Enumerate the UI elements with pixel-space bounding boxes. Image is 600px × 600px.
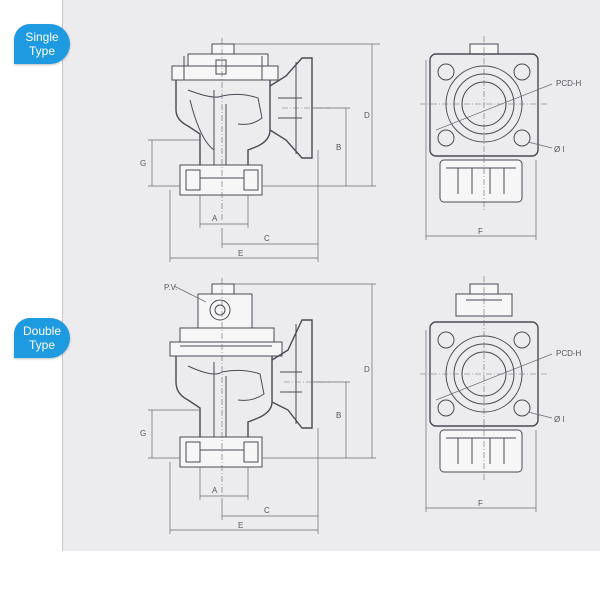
single-dim-c: C bbox=[264, 234, 270, 243]
double-callout-label: P.V. bbox=[164, 283, 177, 292]
single-dim-f: F bbox=[478, 227, 483, 236]
single-hole-label: Ø I bbox=[554, 145, 565, 154]
single-dim-d: D bbox=[364, 111, 370, 120]
double-dim-c: C bbox=[264, 506, 270, 515]
double-type-badge-line1: Double bbox=[22, 324, 62, 338]
single-dim-b: B bbox=[336, 143, 341, 152]
double-type-badge: Double Type bbox=[14, 318, 70, 358]
single-type-badge-line2: Type bbox=[28, 44, 55, 58]
single-front-view bbox=[420, 36, 553, 240]
double-dim-g: G bbox=[140, 429, 146, 438]
single-side-view bbox=[148, 38, 380, 262]
double-dim-b: B bbox=[336, 411, 341, 420]
single-dim-e: E bbox=[238, 249, 243, 258]
double-dim-e: E bbox=[238, 521, 243, 530]
single-pcd-label: PCD-H bbox=[556, 79, 582, 88]
single-type-badge-line1: Single bbox=[25, 30, 59, 44]
panel-divider bbox=[62, 0, 63, 551]
double-hole-label: Ø I bbox=[554, 415, 565, 424]
double-dim-d: D bbox=[364, 365, 370, 374]
double-dim-f: F bbox=[478, 499, 483, 508]
double-dim-a: A bbox=[212, 486, 218, 495]
single-type-badge: Single Type bbox=[14, 24, 70, 64]
single-dim-g: G bbox=[140, 159, 146, 168]
double-type-badge-line2: Type bbox=[28, 338, 55, 352]
double-pcd-label: PCD-H bbox=[556, 349, 582, 358]
double-side-view bbox=[148, 278, 376, 534]
double-front-view bbox=[420, 276, 553, 512]
single-dim-a: A bbox=[212, 214, 218, 223]
